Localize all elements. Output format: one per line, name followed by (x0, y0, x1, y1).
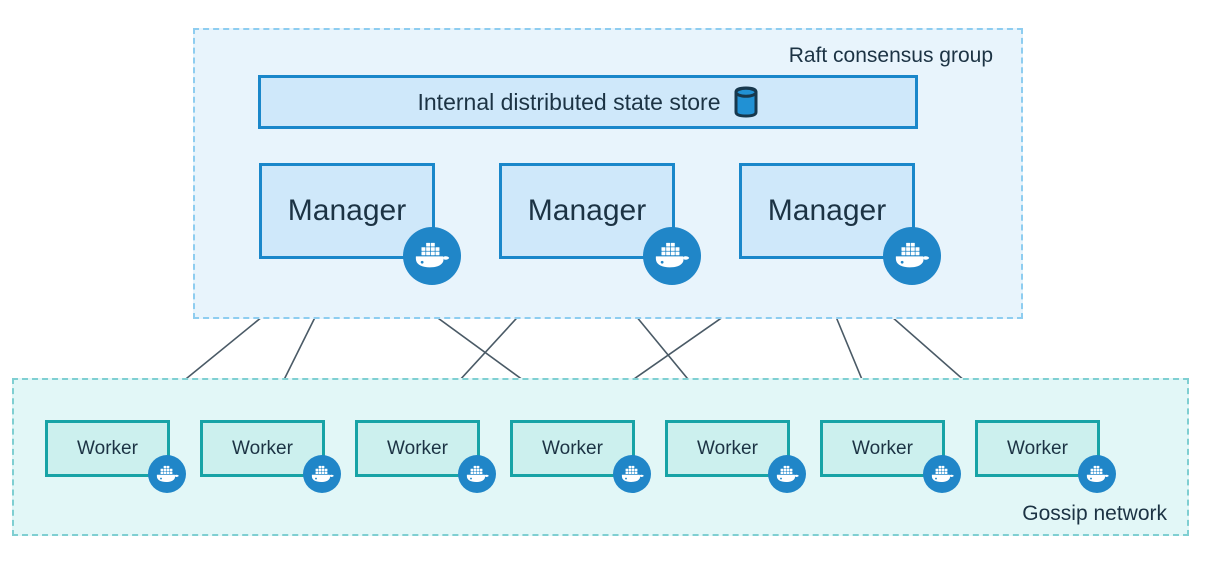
docker-whale-icon (613, 455, 651, 493)
worker-node-3[interactable]: Worker (355, 420, 496, 493)
manager-node-3[interactable]: Manager (739, 163, 941, 285)
worker-label: Worker (387, 438, 448, 459)
worker-node-2[interactable]: Worker (200, 420, 341, 493)
worker-label: Worker (697, 438, 758, 459)
docker-whale-icon (883, 227, 941, 285)
docker-whale-icon (148, 455, 186, 493)
worker-node-1[interactable]: Worker (45, 420, 186, 493)
worker-node-5[interactable]: Worker (665, 420, 806, 493)
docker-whale-icon (403, 227, 461, 285)
worker-label: Worker (542, 438, 603, 459)
docker-whale-icon (643, 227, 701, 285)
manager-label: Manager (287, 194, 407, 227)
worker-node-6[interactable]: Worker (820, 420, 961, 493)
worker-label: Worker (852, 438, 913, 459)
docker-whale-icon (303, 455, 341, 493)
docker-whale-icon (458, 455, 496, 493)
internal-distributed-state-store[interactable]: Internal distributed state store (258, 75, 918, 129)
gossip-group-label: Gossip network (1022, 502, 1167, 525)
manager-node-1[interactable]: Manager (259, 163, 461, 285)
docker-whale-icon (923, 455, 961, 493)
state-store-label: Internal distributed state store (417, 88, 721, 115)
manager-node-2[interactable]: Manager (499, 163, 701, 285)
raft-group-label: Raft consensus group (788, 44, 993, 67)
manager-label: Manager (767, 194, 887, 227)
worker-label: Worker (77, 438, 138, 459)
database-cylinder-icon (733, 86, 759, 118)
worker-node-7[interactable]: Worker (975, 420, 1116, 493)
docker-whale-icon (768, 455, 806, 493)
docker-whale-icon (1078, 455, 1116, 493)
worker-node-4[interactable]: Worker (510, 420, 651, 493)
manager-label: Manager (527, 194, 647, 227)
worker-label: Worker (232, 438, 293, 459)
worker-label: Worker (1007, 438, 1068, 459)
